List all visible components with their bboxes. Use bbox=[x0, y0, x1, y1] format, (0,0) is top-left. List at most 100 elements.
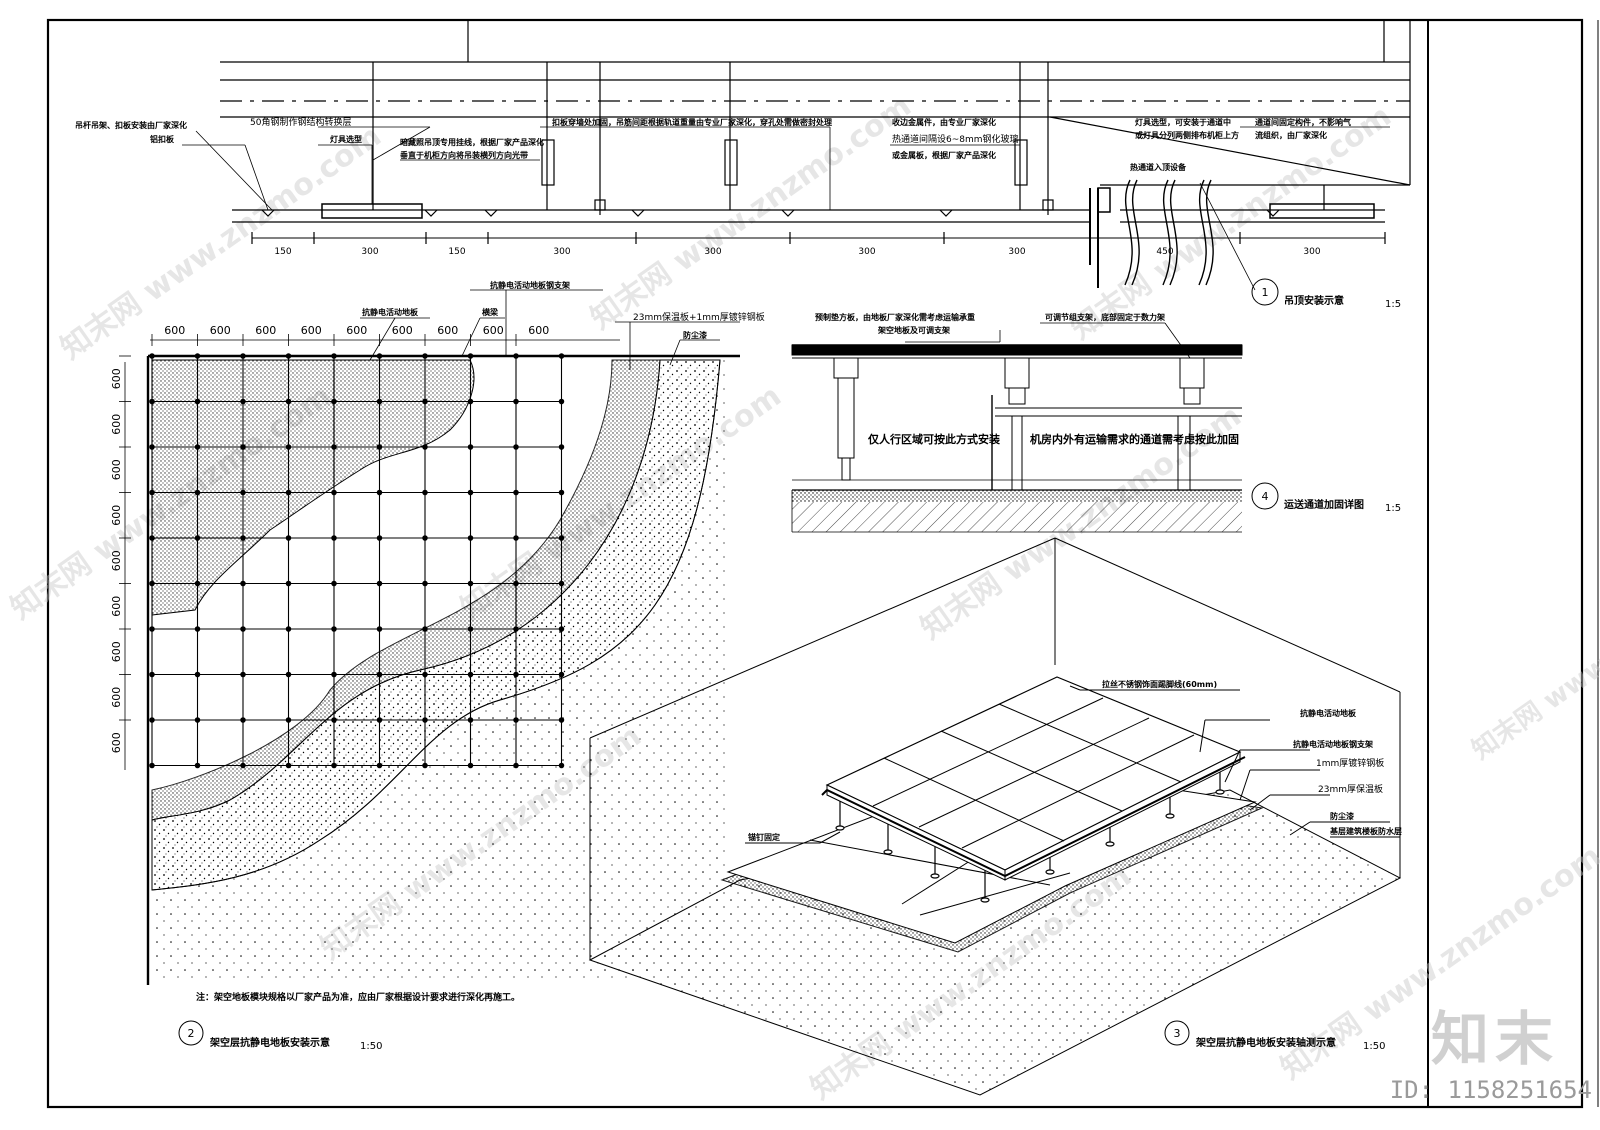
detail-2-floor-plan: 600 600 600 600 600 600 600 600 600 600 600 600 600… bbox=[110, 280, 765, 1052]
detail-scale: 1:50 bbox=[360, 1041, 382, 1052]
post-base bbox=[1105, 841, 1115, 847]
support-node bbox=[376, 398, 383, 405]
annotation: 流组织，由厂家深化 bbox=[1255, 130, 1327, 140]
support-node bbox=[513, 444, 519, 450]
support-node bbox=[149, 580, 155, 587]
support-node bbox=[149, 762, 155, 769]
dim-label: 600 bbox=[110, 687, 123, 708]
support-node bbox=[194, 444, 201, 450]
support-node bbox=[331, 489, 337, 496]
support-node bbox=[240, 717, 246, 723]
support-node bbox=[513, 398, 519, 405]
support-node bbox=[467, 535, 474, 541]
support-node bbox=[467, 444, 474, 450]
detail-2-title-block: 2 架空层抗静电地板安装示意 1:50 bbox=[178, 1020, 382, 1052]
support-node bbox=[285, 717, 292, 723]
dim-label: 600 bbox=[437, 324, 458, 337]
dim-label: 600 bbox=[483, 324, 504, 337]
annotation: 通道间固定构件，不影响气 bbox=[1255, 117, 1351, 127]
support-node bbox=[240, 671, 246, 678]
dim-label: 600 bbox=[528, 324, 549, 337]
dim-label: 600 bbox=[110, 596, 123, 617]
annotation: 灯具选型 bbox=[330, 134, 362, 144]
dim-label: 600 bbox=[164, 324, 185, 337]
detail-scale: 1:5 bbox=[1385, 299, 1401, 310]
support-node bbox=[149, 489, 155, 496]
watermark-text: 知末网 www.znzmo.com bbox=[1467, 551, 1600, 766]
support-node bbox=[285, 535, 292, 541]
detail-title: 运送通道加固详图 bbox=[1284, 498, 1364, 511]
dim-label: 150 bbox=[448, 247, 465, 257]
detail-title: 架空层抗静电地板安装轴测示意 bbox=[1195, 1036, 1336, 1049]
support-node bbox=[240, 398, 246, 405]
support-node bbox=[285, 489, 292, 496]
annotation: 热通道入顶设备 bbox=[1130, 162, 1187, 172]
support-node bbox=[376, 580, 383, 587]
support-node bbox=[285, 671, 292, 678]
dim-label: 600 bbox=[110, 550, 123, 571]
support-node bbox=[331, 580, 337, 587]
detail-4-title-block: 4 运送通道加固详图 1:5 bbox=[1251, 482, 1401, 514]
support-node bbox=[331, 444, 337, 450]
label-beam: 横梁 bbox=[482, 307, 499, 317]
detail-3-title-block: 3 架空层抗静电地板安装轴测示意 1:50 bbox=[1164, 1020, 1385, 1052]
support-node bbox=[194, 671, 201, 678]
brand-logo: 知末 bbox=[1430, 1005, 1559, 1073]
label-floor: 抗静电活动地板 bbox=[362, 307, 419, 317]
support-node bbox=[240, 489, 246, 496]
detail-title: 吊顶安装示意 bbox=[1284, 294, 1344, 307]
support-node bbox=[467, 489, 474, 496]
post-base bbox=[835, 825, 845, 831]
detail-4-section: 预制垫方板，由地板厂家深化需考虑运输承重 架空地板及可调支架 可调节组支架，底部… bbox=[791, 312, 1401, 533]
dim-label: 450 bbox=[1156, 247, 1173, 257]
annotation: 预制垫方板，由地板厂家深化需考虑运输承重 bbox=[815, 312, 975, 322]
annotation: 吊杆吊架、扣板安装由厂家深化 bbox=[75, 120, 187, 130]
dim-label: 300 bbox=[704, 247, 721, 257]
support-node bbox=[513, 535, 519, 541]
dim-label: 600 bbox=[110, 732, 123, 753]
label-floor: 抗静电活动地板 bbox=[1300, 708, 1357, 718]
annotation: 垂直于机柜方向将吊装横列方向光带 bbox=[400, 150, 528, 160]
dim-label: 300 bbox=[553, 247, 570, 257]
support-node bbox=[240, 580, 246, 587]
post-base bbox=[883, 849, 893, 855]
detail-1-ceiling: 150 300 150 300 300 300 300 450 300 吊杆吊架… bbox=[75, 20, 1411, 310]
support-node bbox=[513, 489, 519, 496]
support-node bbox=[240, 535, 246, 541]
support-node bbox=[149, 626, 155, 632]
ceiling-dimension-labels: 150 300 150 300 300 300 300 450 300 bbox=[274, 247, 1320, 257]
support-node bbox=[422, 535, 428, 541]
dim-label: 600 bbox=[392, 324, 413, 337]
dim-label: 150 bbox=[274, 247, 291, 257]
annotation: 灯具选型，可安装于通道中 bbox=[1135, 117, 1231, 127]
dim-label: 600 bbox=[110, 459, 123, 480]
support-node bbox=[194, 489, 201, 496]
post-base bbox=[930, 873, 940, 879]
detail-number: 2 bbox=[188, 1027, 195, 1040]
dim-label: 600 bbox=[110, 414, 123, 435]
annotation: 或金属板，根据厂家产品深化 bbox=[892, 150, 996, 160]
label-steel: 1mm厚镀锌钢板 bbox=[1316, 757, 1384, 769]
support-node bbox=[285, 444, 292, 450]
annotation: 热通道间隔设6~8mm钢化玻璃 bbox=[892, 133, 1019, 145]
post-base bbox=[1165, 813, 1175, 819]
annotation: 扣板穿墙处加固，吊筋间距根据轨道重量由专业厂家深化，穿孔处需做密封处理 bbox=[552, 117, 832, 127]
support-node bbox=[240, 626, 246, 632]
support-node bbox=[376, 626, 383, 632]
support-node bbox=[558, 444, 565, 450]
sheet-frame bbox=[46, 18, 1599, 1109]
dim-label: 300 bbox=[858, 247, 875, 257]
label-base: 基层建筑楼板防水层 bbox=[1329, 826, 1402, 836]
detail-scale: 1:5 bbox=[1385, 503, 1401, 514]
dim-label: 600 bbox=[255, 324, 276, 337]
post-base bbox=[1215, 789, 1225, 795]
support-node bbox=[194, 398, 201, 405]
support-node bbox=[194, 626, 201, 632]
dim-label: 600 bbox=[110, 641, 123, 662]
support-node bbox=[422, 580, 428, 587]
detail-number: 1 bbox=[1262, 286, 1269, 299]
image-id-label: ID: 1158251654 bbox=[1389, 1076, 1592, 1104]
